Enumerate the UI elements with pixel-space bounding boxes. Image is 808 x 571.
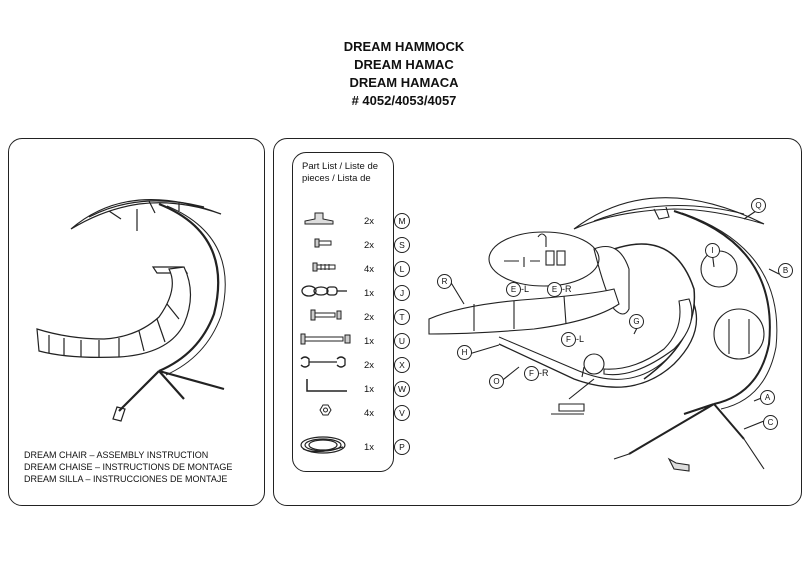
overview-panel: DREAM CHAIR – ASSEMBLY INSTRUCTION DREAM… <box>8 138 265 506</box>
rope-icon <box>300 436 346 454</box>
title-line-1: DREAM HAMMOCK <box>343 39 465 54</box>
callout-a: A <box>760 390 775 405</box>
threaded-bolt-icon <box>312 262 336 272</box>
part-row-s: 2x S <box>293 237 410 257</box>
document-title: DREAM HAMMOCK DREAM HAMAC DREAM HAMACA #… <box>0 38 808 110</box>
callout-i: I <box>705 243 720 258</box>
part-qty: 1x <box>364 442 375 453</box>
assembled-chair-illustration <box>36 199 226 422</box>
part-letter: U <box>394 333 410 349</box>
title-line-4: # 4052/4053/4057 <box>351 93 457 108</box>
callout-e-right: E <box>547 282 562 297</box>
title-line-2: DREAM HAMAC <box>354 57 454 72</box>
parts-list-title-line-2: pieces / Lista de <box>302 173 371 184</box>
parts-list: Part List / Liste de pieces / Lista de 2… <box>292 152 410 472</box>
callout-e-left: E <box>506 282 521 297</box>
callout-c: C <box>763 415 778 430</box>
part-letter: L <box>394 261 410 277</box>
parts-list-title-line-1: Part List / Liste de <box>302 161 379 172</box>
part-letter: T <box>394 309 410 325</box>
part-letter: W <box>394 381 410 397</box>
part-qty: 2x <box>364 312 375 323</box>
part-letter: V <box>394 405 410 421</box>
part-row-t: 2x T <box>293 309 410 329</box>
long-bolt-icon <box>300 333 351 345</box>
callout-f-right: F <box>524 366 539 381</box>
wrench-icon <box>300 356 346 368</box>
knob-icon <box>304 212 334 225</box>
callout-q: Q <box>751 198 766 213</box>
part-qty: 4x <box>364 264 375 275</box>
callout-b: B <box>778 263 793 278</box>
callout-g: G <box>629 314 644 329</box>
caption-line-es: DREAM SILLA – INSTRUCCIONES DE MONTAJE <box>24 474 228 484</box>
exploded-view-panel: Part List / Liste de pieces / Lista de 2… <box>273 138 802 506</box>
title-line-3: DREAM HAMACA <box>349 75 459 90</box>
callout-e-left-suffix: -L <box>521 284 530 294</box>
short-bolt-icon <box>314 238 332 248</box>
part-row-w: 1x W <box>293 379 410 401</box>
caption-line-en: DREAM CHAIR – ASSEMBLY INSTRUCTION <box>24 450 209 460</box>
part-row-u: 1x U <box>293 333 410 353</box>
part-row-p: 1x P <box>293 436 410 459</box>
part-letter: S <box>394 237 410 253</box>
allen-key-icon <box>306 379 347 392</box>
part-row-x: 2x X <box>293 356 410 377</box>
assembly-caption: DREAM CHAIR – ASSEMBLY INSTRUCTION DREAM… <box>24 449 232 485</box>
caption-line-fr: DREAM CHAISE – INSTRUCTIONS DE MONTAGE <box>24 462 233 472</box>
chain-hook-icon <box>301 285 347 297</box>
part-letter: P <box>394 439 410 455</box>
callout-o: O <box>489 374 504 389</box>
exploded-chair-illustration <box>428 197 780 472</box>
part-row-j: 1x J <box>293 285 410 305</box>
part-letter: X <box>394 357 410 373</box>
part-letter: J <box>394 285 410 301</box>
part-qty: 4x <box>364 408 375 419</box>
callout-f-left-suffix: -L <box>576 334 585 344</box>
callout-r: R <box>437 274 452 289</box>
part-row-m: 2x M <box>293 212 410 233</box>
part-qty: 2x <box>364 240 375 251</box>
part-row-v: 4x V <box>293 404 410 425</box>
callout-f-right-suffix: -R <box>539 368 549 378</box>
bolt-icon <box>310 309 342 321</box>
callout-e-right-suffix: -R <box>562 284 572 294</box>
part-letter: M <box>394 213 410 229</box>
part-qty: 2x <box>364 360 375 371</box>
part-qty: 1x <box>364 384 375 395</box>
part-row-l: 4x L <box>293 261 410 281</box>
part-qty: 1x <box>364 288 375 299</box>
nut-icon <box>319 404 332 416</box>
part-qty: 2x <box>364 216 375 227</box>
part-qty: 1x <box>364 336 375 347</box>
callout-h: H <box>457 345 472 360</box>
parts-list-title: Part List / Liste de pieces / Lista de <box>302 161 392 185</box>
callout-f-left: F <box>561 332 576 347</box>
